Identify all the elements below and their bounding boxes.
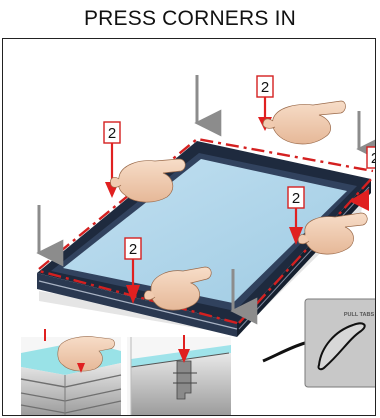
hand-top [263, 101, 346, 144]
assembly-illustration: 2 2 2 2 2 [3, 39, 376, 416]
step-number-bottom: 2 [129, 241, 137, 258]
pull-tabs-label: PULL TABS [344, 312, 375, 318]
step-number-right-middle: 2 [292, 190, 300, 207]
step-number-top: 2 [261, 79, 269, 96]
inset-corner-press [21, 329, 121, 416]
diagram-frame: 2 2 2 2 2 [2, 38, 376, 416]
step-number-right-upper: 2 [371, 150, 376, 167]
step-number-left: 2 [108, 125, 116, 142]
pull-tabs-callout: PULL TABS [305, 299, 376, 387]
inset-profile-section [127, 335, 231, 416]
diagram-title: PRESS CORNERS IN [0, 0, 380, 38]
callout-connector [263, 343, 305, 361]
